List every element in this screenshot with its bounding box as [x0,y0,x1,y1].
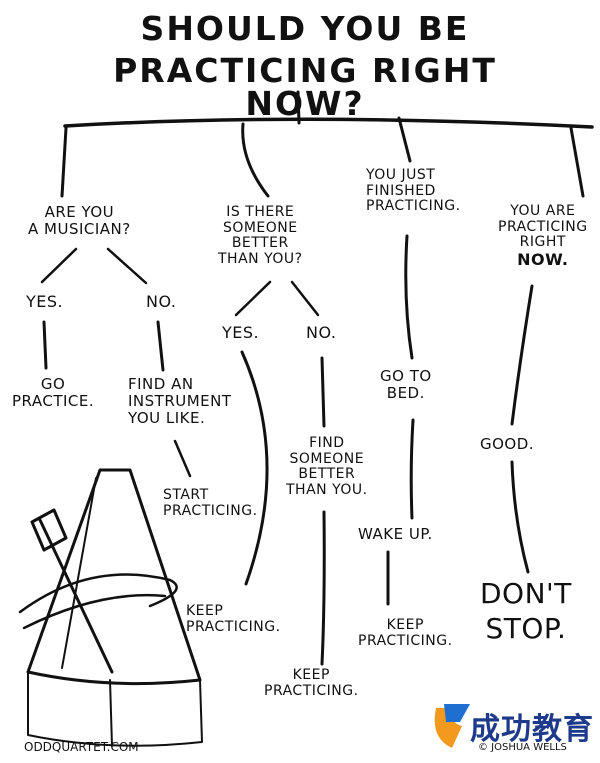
keep-practicing-1-line-1: KEEP [186,603,224,619]
find-someone-line-2: SOMEONE [289,450,365,467]
motion-swoosh-2 [22,593,167,630]
dont-stop-line-2: STOP. [485,612,567,645]
go-to-bed-label: GO TO BED. [380,368,432,402]
wake-up-label: WAKE UP. [358,525,433,543]
metronome-weight [30,508,68,552]
top-bar-line [63,117,594,129]
drop-musician-line [60,126,68,198]
keep-practicing-2-line-2: PRACTICING. [264,682,359,699]
keep-practicing-3-line-2: PRACTICING. [358,632,453,649]
start-practicing-line-2: PRACTICING. [163,502,258,519]
finished-question-line-2: FINISHED [366,182,436,199]
musician-question: ARE YOU A MUSICIAN? [28,204,131,238]
now-question-line-2: PRACTICING [498,218,588,235]
no-to-find-line [156,320,165,372]
find-instrument-line-2: INSTRUMENT [128,391,232,410]
find-someone-better-label: FIND SOMEONE BETTER THAN YOU. [286,435,368,499]
bed-to-wake-line [409,418,415,520]
musician-yes-label: YES. [26,292,64,311]
better-question-line-4: THAN YOU? [218,251,303,268]
metronome-base-edge [109,679,113,747]
finished-question: YOU JUST FINISHED PRACTICING. [366,167,461,215]
better-yes-line [234,280,272,317]
now-question-line-1: YOU ARE [510,203,576,219]
finished-question-line-3: PRACTICING. [366,198,461,215]
no-to-find-line-2 [320,356,326,428]
finished-question-line-1: YOU JUST [366,167,436,183]
drop-now-line [569,126,585,198]
better-yes-label: YES. [222,323,260,342]
better-question-line-2: SOMEONE [222,219,298,236]
go-practice-line-1: GO [40,375,66,393]
find-someone-line-1: FIND [309,435,345,451]
dont-stop-line-1: DON'T [480,577,572,610]
yes-to-practice-line [42,320,48,370]
metronome-facet-line [61,477,97,669]
now-to-good-line [510,284,534,426]
musician-no-line [106,247,148,285]
now-question-line-3: RIGHT [519,234,566,251]
title-line-2: PRACTICING RIGHT NOW? [113,51,497,123]
find-to-start-line [173,439,192,478]
finished-to-bed-line [404,234,414,360]
good-to-stop-line [510,460,530,574]
find-instrument-label: FIND AN INSTRUMENT YOU LIKE. [128,376,232,426]
go-practice-label: GO PRACTICE. [12,376,94,410]
drop-better-line [241,122,270,198]
motion-swoosh-1 [18,573,178,614]
find-someone-line-4: THAN YOU. [286,482,368,499]
watermark-text: 成功教育 [470,712,594,747]
start-practicing-label: START PRACTICING. [163,487,258,519]
keep-practicing-1-line-2: PRACTICING. [186,618,281,635]
author-credit: © JOSHUA WELLS [478,742,567,753]
keep-practicing-3-line-1: KEEP [386,617,424,633]
better-no-line [290,280,320,317]
site-credit: ODDQUARTET.COM [24,740,139,754]
metronome-pendulum [38,518,114,674]
keep-practicing-2-line-1: KEEP [292,667,330,683]
go-to-bed-line-2: BED. [386,383,425,402]
dont-stop-label: DON'T STOP. [480,576,572,646]
keep-practicing-label-3: KEEP PRACTICING. [358,617,453,649]
metronome-illustration [18,468,203,747]
keep-practicing-label-2: KEEP PRACTICING. [264,667,359,699]
find-to-keep-line [320,510,326,666]
title-line-1: SHOULD YOU BE [140,9,470,48]
yes-to-keep-curve [240,350,269,586]
musician-yes-line [40,247,78,284]
keep-practicing-label-1: KEEP PRACTICING. [186,603,281,635]
better-no-label: NO. [306,323,337,342]
musician-question-line-1: ARE YOU [44,203,115,221]
go-practice-line-2: PRACTICE. [12,391,95,410]
musician-no-label: NO. [146,292,177,311]
drop-finished-line [397,116,412,163]
better-question-line-3: BETTER [231,235,289,252]
start-practicing-line-1: START [163,487,209,503]
find-instrument-line-1: FIND AN [128,375,194,393]
find-someone-line-3: BETTER [298,466,356,483]
good-label: GOOD. [480,435,535,453]
find-instrument-line-3: YOU LIKE. [128,408,206,427]
now-question-line-4: NOW. [517,250,569,270]
metronome-body [26,468,202,686]
go-to-bed-line-1: GO TO [380,367,432,385]
watermark-logo-mark [434,704,470,748]
better-question: IS THERE SOMEONE BETTER THAN YOU? [218,204,303,268]
now-question: YOU ARE PRACTICING RIGHT NOW. [498,203,588,270]
musician-question-line-2: A MUSICIAN? [28,219,131,238]
better-question-line-1: IS THERE [226,204,295,220]
